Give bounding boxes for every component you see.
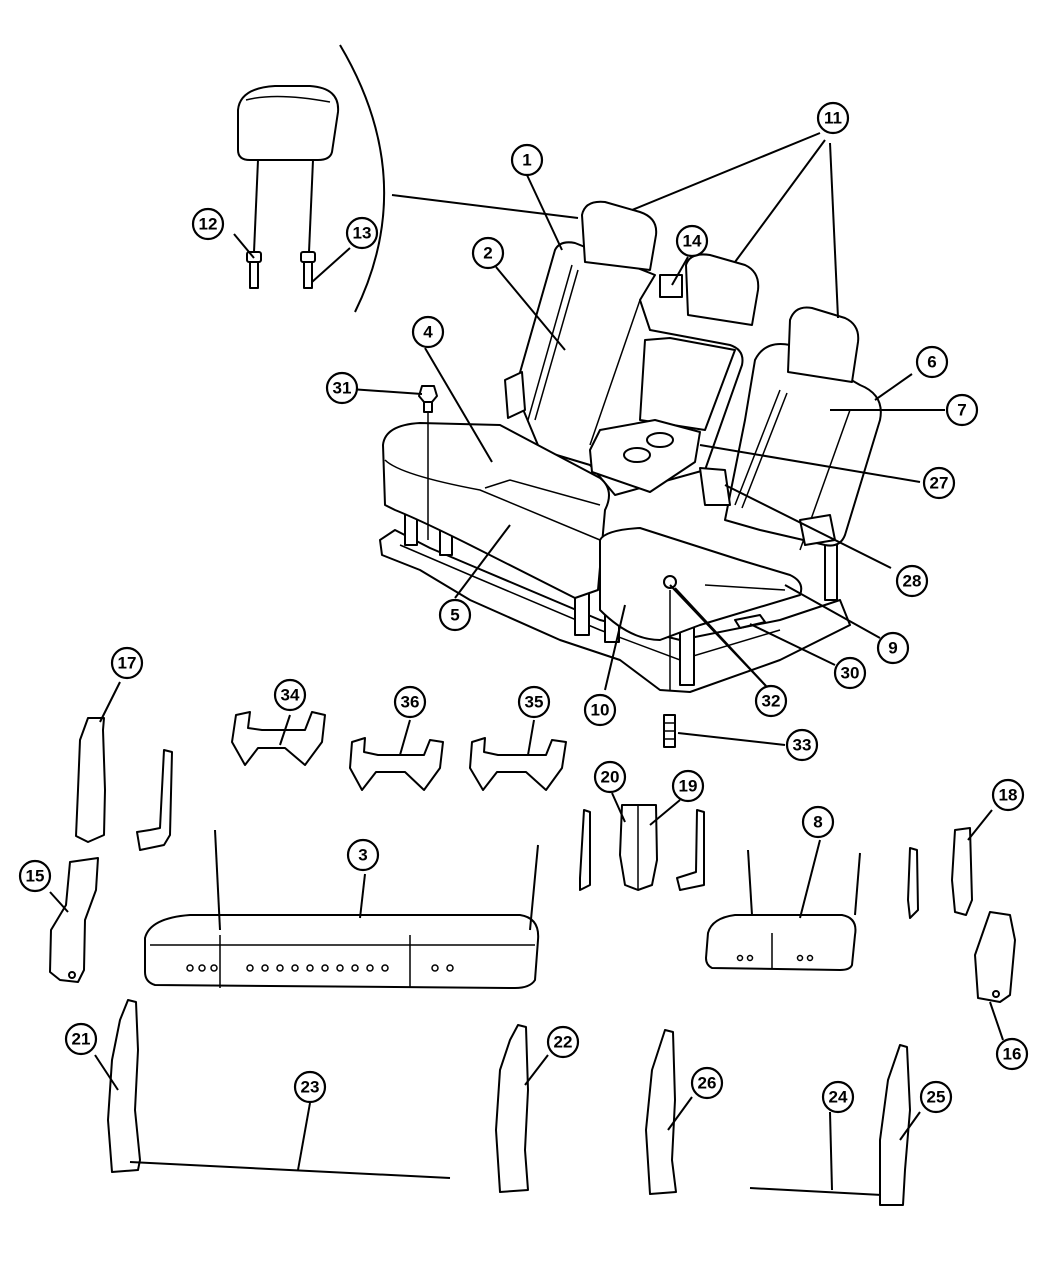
callout-19-label: 19 xyxy=(679,777,698,796)
callout-16: 16 xyxy=(995,1037,1029,1071)
bracket-17-part xyxy=(75,717,106,843)
callout-13-label: 13 xyxy=(353,224,372,243)
callout-8-label: 8 xyxy=(813,813,822,832)
bracket-right-inner-part xyxy=(907,847,919,919)
callout-4-label: 4 xyxy=(423,323,433,342)
callout-17-label: 17 xyxy=(118,654,137,673)
trim-cover-35-part xyxy=(469,737,567,791)
callout-22-label: 22 xyxy=(554,1033,573,1052)
callout-6-label: 6 xyxy=(927,353,936,372)
leader-lines xyxy=(49,132,1004,1191)
callout-23-label: 23 xyxy=(301,1078,320,1097)
callout-28: 28 xyxy=(895,564,929,598)
callout-24: 24 xyxy=(821,1080,855,1114)
rod-23-part xyxy=(129,1161,451,1179)
bracket-20-19-part xyxy=(579,804,705,891)
callout-18-label: 18 xyxy=(999,786,1018,805)
callout-33: 33 xyxy=(785,728,819,762)
callout-4: 4 xyxy=(411,315,445,349)
callout-22: 22 xyxy=(546,1025,580,1059)
callout-1: 1 xyxy=(510,143,544,177)
callout-7: 7 xyxy=(945,393,979,427)
callout-21-label: 21 xyxy=(72,1030,91,1049)
riser-21-part xyxy=(107,999,141,1173)
nut-stud-part xyxy=(663,575,677,748)
callout-30-label: 30 xyxy=(841,664,860,683)
callout-2: 2 xyxy=(471,236,505,270)
callout-27-label: 27 xyxy=(930,474,949,493)
callout-15-label: 15 xyxy=(26,867,45,886)
callout-5-label: 5 xyxy=(450,606,459,625)
callout-36-label: 36 xyxy=(401,693,420,712)
callout-20-label: 20 xyxy=(601,768,620,787)
callout-25-label: 25 xyxy=(927,1088,946,1107)
callout-9: 9 xyxy=(876,631,910,665)
callout-31: 31 xyxy=(325,371,359,405)
riser-26-part xyxy=(645,1029,677,1195)
callout-3-label: 3 xyxy=(358,846,367,865)
detail-inset-arc xyxy=(339,44,386,313)
callout-31-label: 31 xyxy=(333,379,352,398)
callout-18: 18 xyxy=(991,778,1025,812)
callout-8: 8 xyxy=(801,805,835,839)
callout-30: 30 xyxy=(833,656,867,690)
callout-24-label: 24 xyxy=(829,1088,848,1107)
callout-16-label: 16 xyxy=(1003,1045,1022,1064)
callout-35: 35 xyxy=(517,685,551,719)
callout-25: 25 xyxy=(919,1080,953,1114)
callout-7-label: 7 xyxy=(957,401,966,420)
trim-cover-34-part xyxy=(231,711,326,766)
callout-19: 19 xyxy=(671,769,705,803)
callout-12-label: 12 xyxy=(199,215,218,234)
callout-11-label: 11 xyxy=(824,109,842,128)
callout-28-label: 28 xyxy=(903,572,922,591)
callout-34-label: 34 xyxy=(281,686,300,705)
callout-15: 15 xyxy=(18,859,52,893)
callout-12: 12 xyxy=(191,207,225,241)
callout-34: 34 xyxy=(273,678,307,712)
callout-10: 10 xyxy=(583,693,617,727)
callout-23: 23 xyxy=(293,1070,327,1104)
callout-14-label: 14 xyxy=(683,232,702,251)
callout-32: 32 xyxy=(754,684,788,718)
trim-cover-36-part xyxy=(349,737,444,791)
callout-26-label: 26 xyxy=(698,1074,717,1093)
rod-24-part xyxy=(749,1187,883,1196)
callout-1-label: 1 xyxy=(522,151,531,170)
callout-13: 13 xyxy=(345,216,379,250)
bracket-left-inner-part xyxy=(136,749,173,851)
callout-6: 6 xyxy=(915,345,949,379)
riser-25-part xyxy=(879,1044,911,1206)
bolt-31-part xyxy=(418,385,438,540)
callout-26: 26 xyxy=(690,1066,724,1100)
callout-36: 36 xyxy=(393,685,427,719)
callout-17: 17 xyxy=(110,646,144,680)
callout-27: 27 xyxy=(922,466,956,500)
callout-2-label: 2 xyxy=(483,244,492,263)
callout-33-label: 33 xyxy=(793,736,812,755)
bracket-15-part xyxy=(49,857,99,983)
callout-35-label: 35 xyxy=(525,693,544,712)
detail-inset-link-line xyxy=(391,194,579,219)
callout-14: 14 xyxy=(675,224,709,258)
bracket-18-part xyxy=(951,827,973,916)
cushion-frame-3-part xyxy=(144,829,540,989)
riser-22-part xyxy=(495,1024,529,1193)
callout-3: 3 xyxy=(346,838,380,872)
cushion-frame-8-part xyxy=(705,849,861,971)
callout-32-label: 32 xyxy=(762,692,781,711)
callout-10-label: 10 xyxy=(591,701,610,720)
callout-11: 11 xyxy=(816,101,850,135)
callout-20: 20 xyxy=(593,760,627,794)
headrest-detail xyxy=(237,85,340,253)
bracket-16-part xyxy=(974,911,1016,1003)
callout-21: 21 xyxy=(64,1022,98,1056)
callout-5: 5 xyxy=(438,598,472,632)
callout-9-label: 9 xyxy=(888,639,897,658)
headrest-guide-right xyxy=(300,251,316,289)
